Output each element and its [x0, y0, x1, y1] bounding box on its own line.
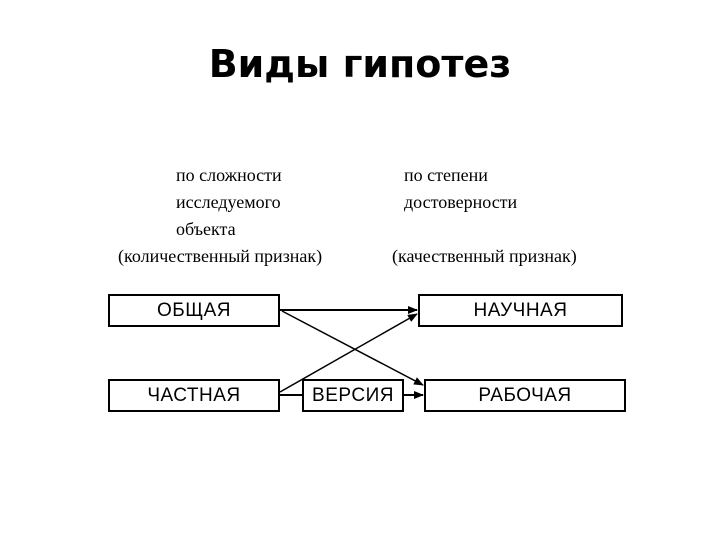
criterion-reliability-line-2: достоверности [404, 192, 518, 212]
slide-title: Виды гипотез [208, 42, 512, 86]
box-version-label: ВЕРСИЯ [312, 384, 394, 406]
box-partial-hypothesis: ЧАСТНАЯ [108, 379, 280, 412]
criterion-complexity-line-1: по сложности [176, 165, 282, 185]
criterion-reliability-line-1: по степени [404, 165, 488, 185]
criterion-complexity-line-2: исследуемого [176, 192, 281, 212]
criterion-complexity-line-3: объекта [176, 219, 236, 239]
box-scientific-label: НАУЧНАЯ [473, 299, 568, 321]
box-scientific-hypothesis: НАУЧНАЯ [418, 294, 623, 327]
criterion-complexity-note: (количественный признак) [118, 246, 323, 266]
box-general-label: ОБЩАЯ [157, 299, 231, 321]
criterion-reliability-note: (качественный признак) [392, 246, 577, 266]
criterion-complexity: по сложности исследуемого объекта [176, 162, 282, 243]
box-working-label: РАБОЧАЯ [478, 384, 572, 406]
box-general-hypothesis: ОБЩАЯ [108, 294, 280, 327]
box-working-hypothesis: РАБОЧАЯ [424, 379, 626, 412]
box-partial-label: ЧАСТНАЯ [147, 384, 241, 406]
box-version: ВЕРСИЯ [302, 379, 404, 412]
criterion-reliability: по степени достоверности [404, 162, 517, 216]
arrow-general-to-working [281, 310, 424, 386]
